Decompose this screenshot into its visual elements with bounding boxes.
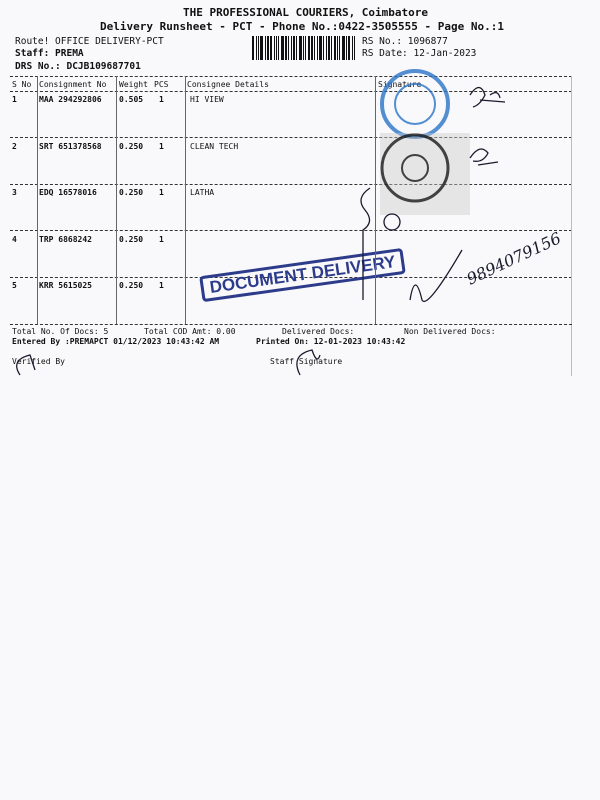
cell-pcs: 1 (159, 95, 164, 104)
signatures (16, 86, 506, 376)
col-signature: Signature (378, 80, 422, 89)
delivered-docs: Delivered Docs: (282, 327, 355, 336)
col-details: Consignee Details (187, 80, 269, 89)
rs-number: RS No.: 1096877 (362, 36, 448, 47)
handwritten-phone: 9894079156 (464, 228, 564, 288)
barcode (252, 36, 356, 60)
cell-cons: KRR 5615025 (39, 281, 92, 291)
cell-pcs: 1 (159, 281, 164, 291)
cell-cons: SRT 651378568 (39, 141, 102, 151)
cell-weight: 0.250 (119, 234, 144, 244)
rs-date: RS Date: 12-Jan-2023 (362, 48, 477, 59)
runsheet-title: Delivery Runsheet - PCT - Phone No.:0422… (100, 20, 504, 33)
total-docs: Total No. Of Docs: 5 (12, 327, 109, 336)
verified-by: Verified By (12, 357, 65, 366)
cell-sno: 4 (12, 234, 17, 244)
cti-stamp (380, 133, 470, 215)
route: Route! OFFICE DELIVERY-PCT (15, 36, 164, 47)
non-delivered-docs: Non Delivered Docs: (404, 327, 496, 336)
cell-sno: 2 (12, 141, 17, 151)
cell-pcs: 1 (159, 141, 164, 151)
cell-sno: 5 (12, 281, 17, 291)
printed-on: Printed On: 12-01-2023 10:43:42 (256, 337, 406, 346)
blue-company-stamp (380, 69, 450, 139)
cell-weight: 0.250 (119, 281, 144, 291)
cell-detail: CLEAN TECH (190, 141, 239, 151)
cell-sno: 1 (12, 95, 17, 104)
staff: Staff: PREMA (15, 48, 84, 59)
cell-detail: LATHA (190, 188, 215, 198)
cell-pcs: 1 (159, 234, 164, 244)
company-name: THE PROFESSIONAL COURIERS, Coimbatore (183, 6, 429, 19)
cell-weight: 0.250 (119, 188, 144, 198)
cell-detail: HI VIEW (190, 95, 224, 104)
handwriting-and-stamps: 9894079156 (16, 69, 564, 376)
cell-cons: EDQ 16578016 (39, 188, 97, 198)
staff-signature: Staff Signature (270, 357, 343, 366)
cell-pcs: 1 (159, 188, 164, 198)
col-weight: Weight (119, 80, 148, 89)
cell-cons: TRP 6868242 (39, 234, 92, 244)
cell-cons: MAA 294292806 (39, 95, 102, 104)
entered-by: Entered By :PREMAPCT 01/12/2023 10:43:42… (12, 337, 220, 346)
cell-sno: 3 (12, 188, 17, 198)
drs-number: DRS No.: DCJB109687701 (15, 61, 141, 72)
col-consignment: Consignment No (39, 80, 107, 89)
cell-weight: 0.250 (119, 141, 144, 151)
cell-weight: 0.505 (119, 95, 144, 104)
col-pcs: PCS (154, 80, 169, 89)
col-sno: S No (12, 80, 32, 89)
total-cod: Total COD Amt: 0.00 (144, 327, 236, 336)
